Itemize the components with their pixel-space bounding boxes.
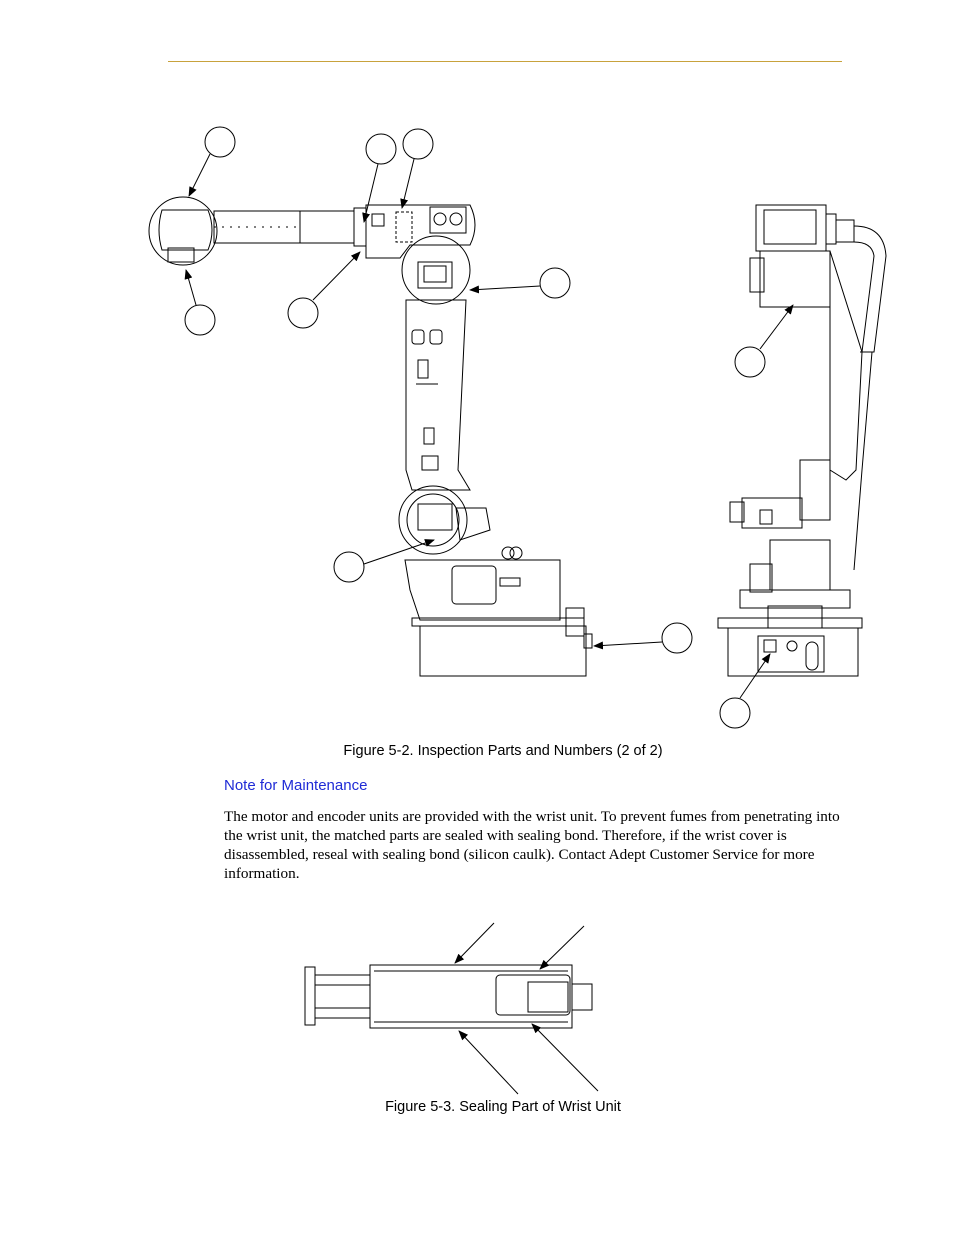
- maintenance-body: The motor and encoder units are provided…: [224, 808, 840, 882]
- wrist-unit: [304, 964, 593, 1029]
- callout-circle: [287, 297, 319, 329]
- callout-circle: [661, 622, 693, 654]
- callout-circle: [734, 346, 766, 378]
- callout-circle: [402, 128, 434, 160]
- figure-5-2-caption: Figure 5-2. Inspection Parts and Numbers…: [343, 743, 663, 759]
- maintenance-heading: Note for Maintenance: [224, 777, 368, 794]
- callout-circle: [204, 126, 236, 158]
- callout-circle: [539, 267, 571, 299]
- callout-markers: [184, 126, 766, 729]
- robot-inspection-drawing: [148, 126, 887, 729]
- robot-rear-view: [717, 204, 887, 677]
- figure-5-3-caption: Figure 5-3. Sealing Part of Wrist Unit: [385, 1099, 621, 1115]
- sealing-leader-arrows: [454, 922, 599, 1095]
- wrist-unit-drawing: [304, 922, 599, 1095]
- callout-circle: [365, 133, 397, 165]
- callout-circle: [719, 697, 751, 729]
- header-rule: [168, 61, 842, 62]
- leader-arrows: [184, 153, 794, 699]
- callout-circle: [333, 551, 365, 583]
- robot-side-view: [148, 196, 593, 677]
- callout-circle: [184, 304, 216, 336]
